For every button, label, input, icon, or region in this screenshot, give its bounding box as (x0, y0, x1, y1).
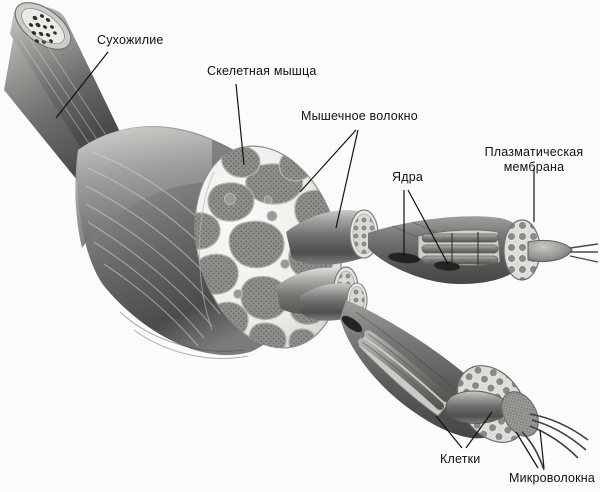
label-plasma-membrane-line2: мембрана (503, 159, 565, 174)
label-tendon: Сухожилие (97, 33, 164, 47)
leader-cells-a (435, 415, 463, 449)
label-nuclei: Ядра (392, 170, 424, 184)
leader-skeletal-muscle (235, 83, 245, 166)
myofibrils-lower (358, 330, 450, 410)
collagen-bundles (28, 14, 57, 44)
label-microfibers: Микроволокна (509, 471, 596, 485)
single-fiber (368, 216, 599, 284)
leader-muscle-fiber-b (335, 129, 359, 229)
leader-lines (55, 51, 545, 469)
label-muscle-fiber: Мышечное волокно (301, 109, 418, 123)
nucleus-dark-spot-lower (341, 315, 363, 333)
nucleus-dark-spot (388, 252, 460, 271)
leader-cells-b (465, 411, 493, 449)
myofilament-strands-upper (527, 239, 599, 263)
label-skeletal-muscle: Скелетная мышца (207, 64, 317, 78)
leader-nuclei-b (407, 189, 449, 265)
leader-muscle-fiber-a (299, 129, 357, 193)
leader-microfibers-a (515, 431, 539, 469)
terminal-myofibril (445, 390, 539, 437)
myofilament-strands (521, 413, 589, 471)
label-plasma-membrane: Плазматическая мембрана (475, 145, 593, 174)
label-cells: Клетки (440, 452, 481, 466)
leader-microfibers-b (539, 429, 545, 469)
leader-tendon (55, 51, 109, 119)
lower-fiber-chain (340, 300, 589, 471)
label-plasma-membrane-line1: Плазматическая (484, 145, 584, 159)
